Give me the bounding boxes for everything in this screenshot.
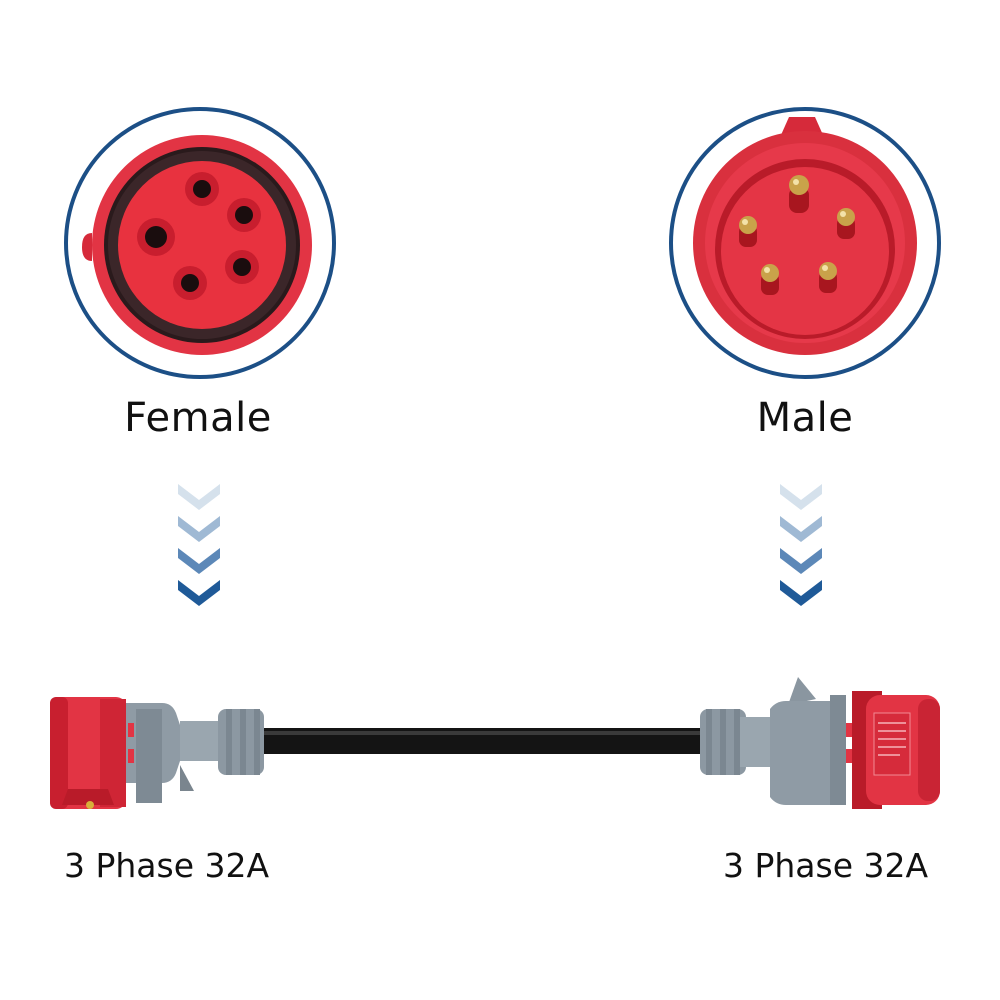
female-socket-5-pin-icon — [64, 107, 336, 379]
male-arrow — [778, 482, 824, 606]
male-label: Male — [756, 395, 854, 441]
female-spec-label: 3 Phase 32A — [64, 846, 270, 885]
male-spec-label: 3 Phase 32A — [723, 846, 929, 885]
triple-chevron-down-icon — [178, 484, 220, 606]
extension-cable-image — [50, 677, 940, 809]
triple-chevron-down-icon — [780, 484, 822, 606]
male-plug-view — [667, 105, 943, 381]
cable-assembly — [40, 665, 960, 825]
female-label: Female — [124, 395, 272, 441]
male-plug-5-pin-icon — [669, 107, 941, 379]
female-socket-view — [62, 105, 338, 381]
female-arrow — [176, 482, 222, 606]
